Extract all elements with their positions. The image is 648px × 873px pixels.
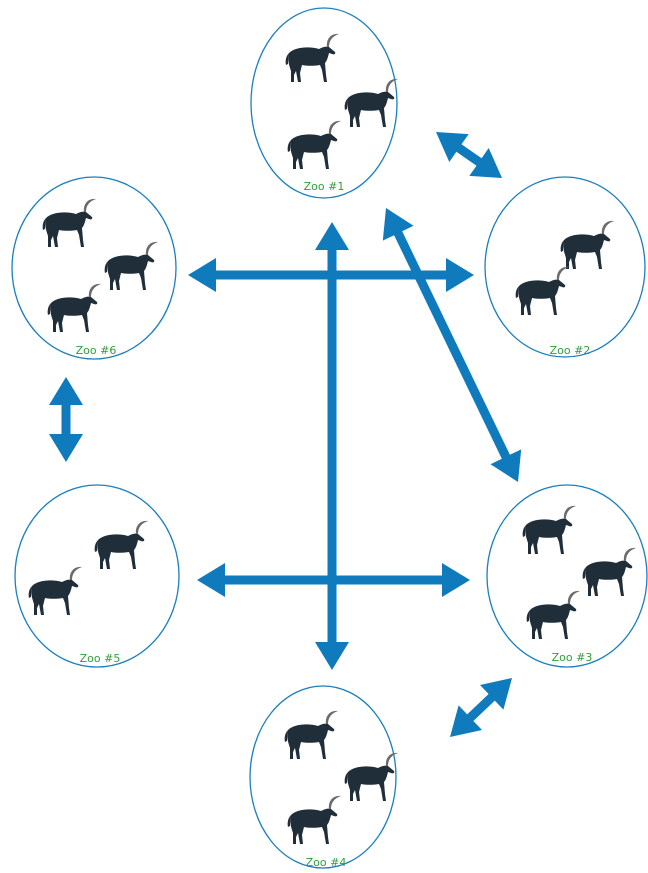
zoo-2-circle (484, 176, 646, 358)
zoo-1-enclosure: Zoo #1 (250, 7, 398, 199)
arrow-zoo1-zoo2 (436, 132, 502, 178)
zoo-4-label: Zoo #4 (306, 856, 347, 869)
zoo-2-enclosure: Zoo #2 (484, 176, 646, 358)
zoo-5-label: Zoo #5 (80, 652, 121, 665)
zoo-6-circle (11, 176, 177, 360)
zoo-6-enclosure: Zoo #6 (11, 176, 177, 360)
zoo-1-label: Zoo #1 (304, 180, 345, 193)
arrow-zoo1-zoo4 (315, 222, 349, 670)
zoo-5-circle (14, 484, 180, 668)
zoo-4-circle (249, 685, 397, 869)
arrow-zoo6-zoo5 (49, 377, 83, 462)
zoo-3-label: Zoo #3 (552, 651, 593, 664)
arrows-layer (49, 132, 522, 737)
zoo-2-label: Zoo #2 (550, 344, 591, 357)
arrow-zoo6-zoo2 (188, 258, 474, 292)
arrow-zoo5-zoo3 (197, 563, 470, 597)
zoo-6-label: Zoo #6 (76, 344, 117, 357)
arrow-zoo3-zoo4 (450, 678, 512, 737)
zoo-5-enclosure: Zoo #5 (14, 484, 180, 668)
zoo-3-enclosure: Zoo #3 (486, 484, 648, 668)
zoo-4-enclosure: Zoo #4 (249, 685, 398, 869)
